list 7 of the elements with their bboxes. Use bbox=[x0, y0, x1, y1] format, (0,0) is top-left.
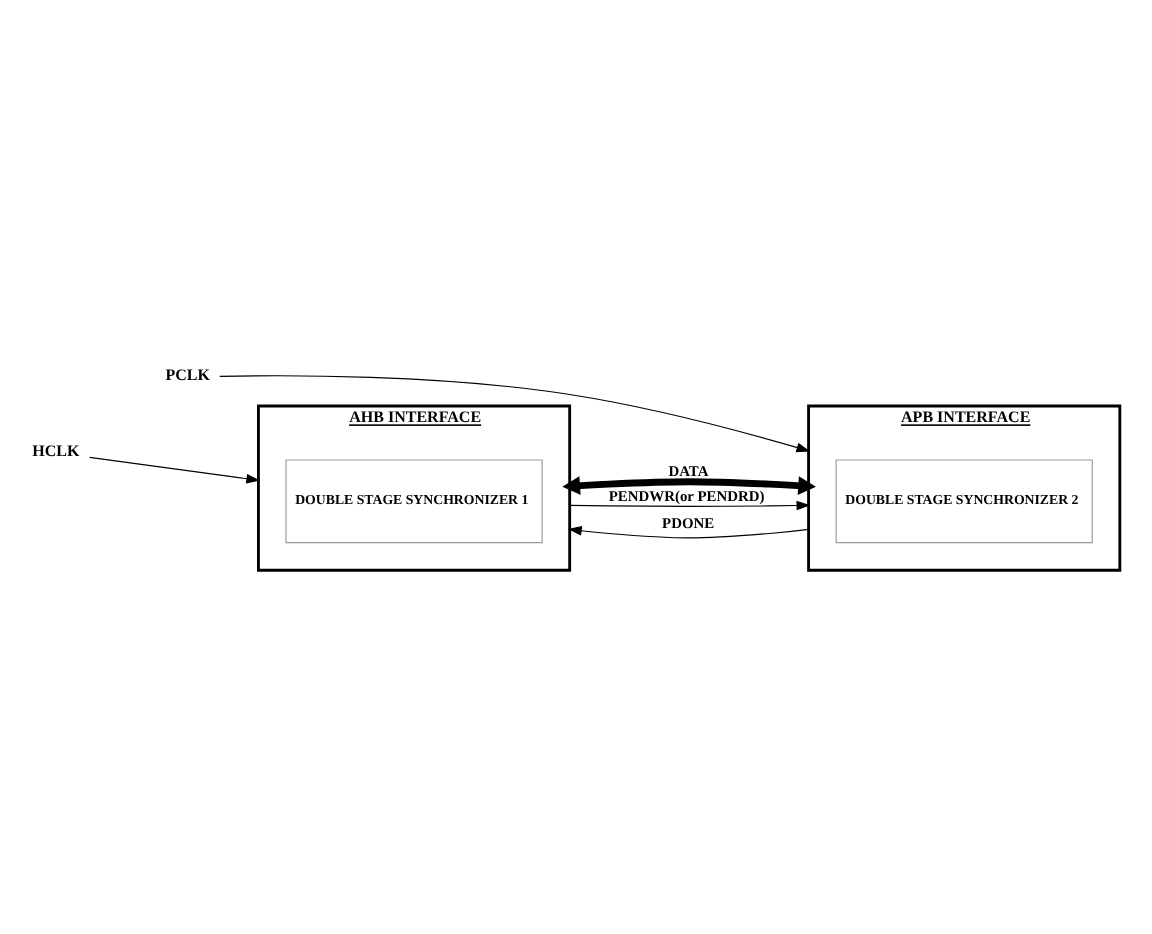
arrow bbox=[219, 374, 811, 452]
arrow bbox=[569, 499, 811, 510]
node-text: HCLK bbox=[32, 441, 80, 460]
arrow bbox=[562, 475, 816, 494]
arrow bbox=[89, 455, 261, 483]
arrow bbox=[567, 524, 810, 538]
node-text: PCLK bbox=[165, 365, 210, 384]
